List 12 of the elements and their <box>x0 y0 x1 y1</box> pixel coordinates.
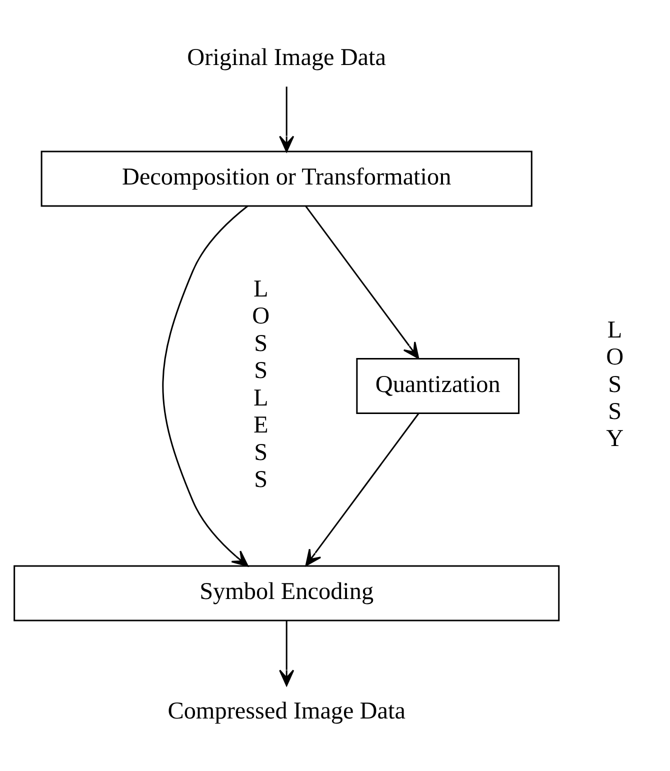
arrow <box>305 412 420 566</box>
node-box: Decomposition or Transformation <box>40 150 532 206</box>
node-text: Compressed Image Data <box>168 696 406 724</box>
label: LOSSLESS <box>252 274 270 493</box>
node-box: Symbol Encoding <box>14 564 560 621</box>
arrow <box>279 620 294 686</box>
node-text: Original Image Data <box>187 44 386 71</box>
arrow <box>305 205 420 358</box>
arrow <box>279 86 294 152</box>
arrow <box>162 204 248 566</box>
node-box: Quantization <box>356 358 520 414</box>
label: LOSSY <box>606 316 624 452</box>
